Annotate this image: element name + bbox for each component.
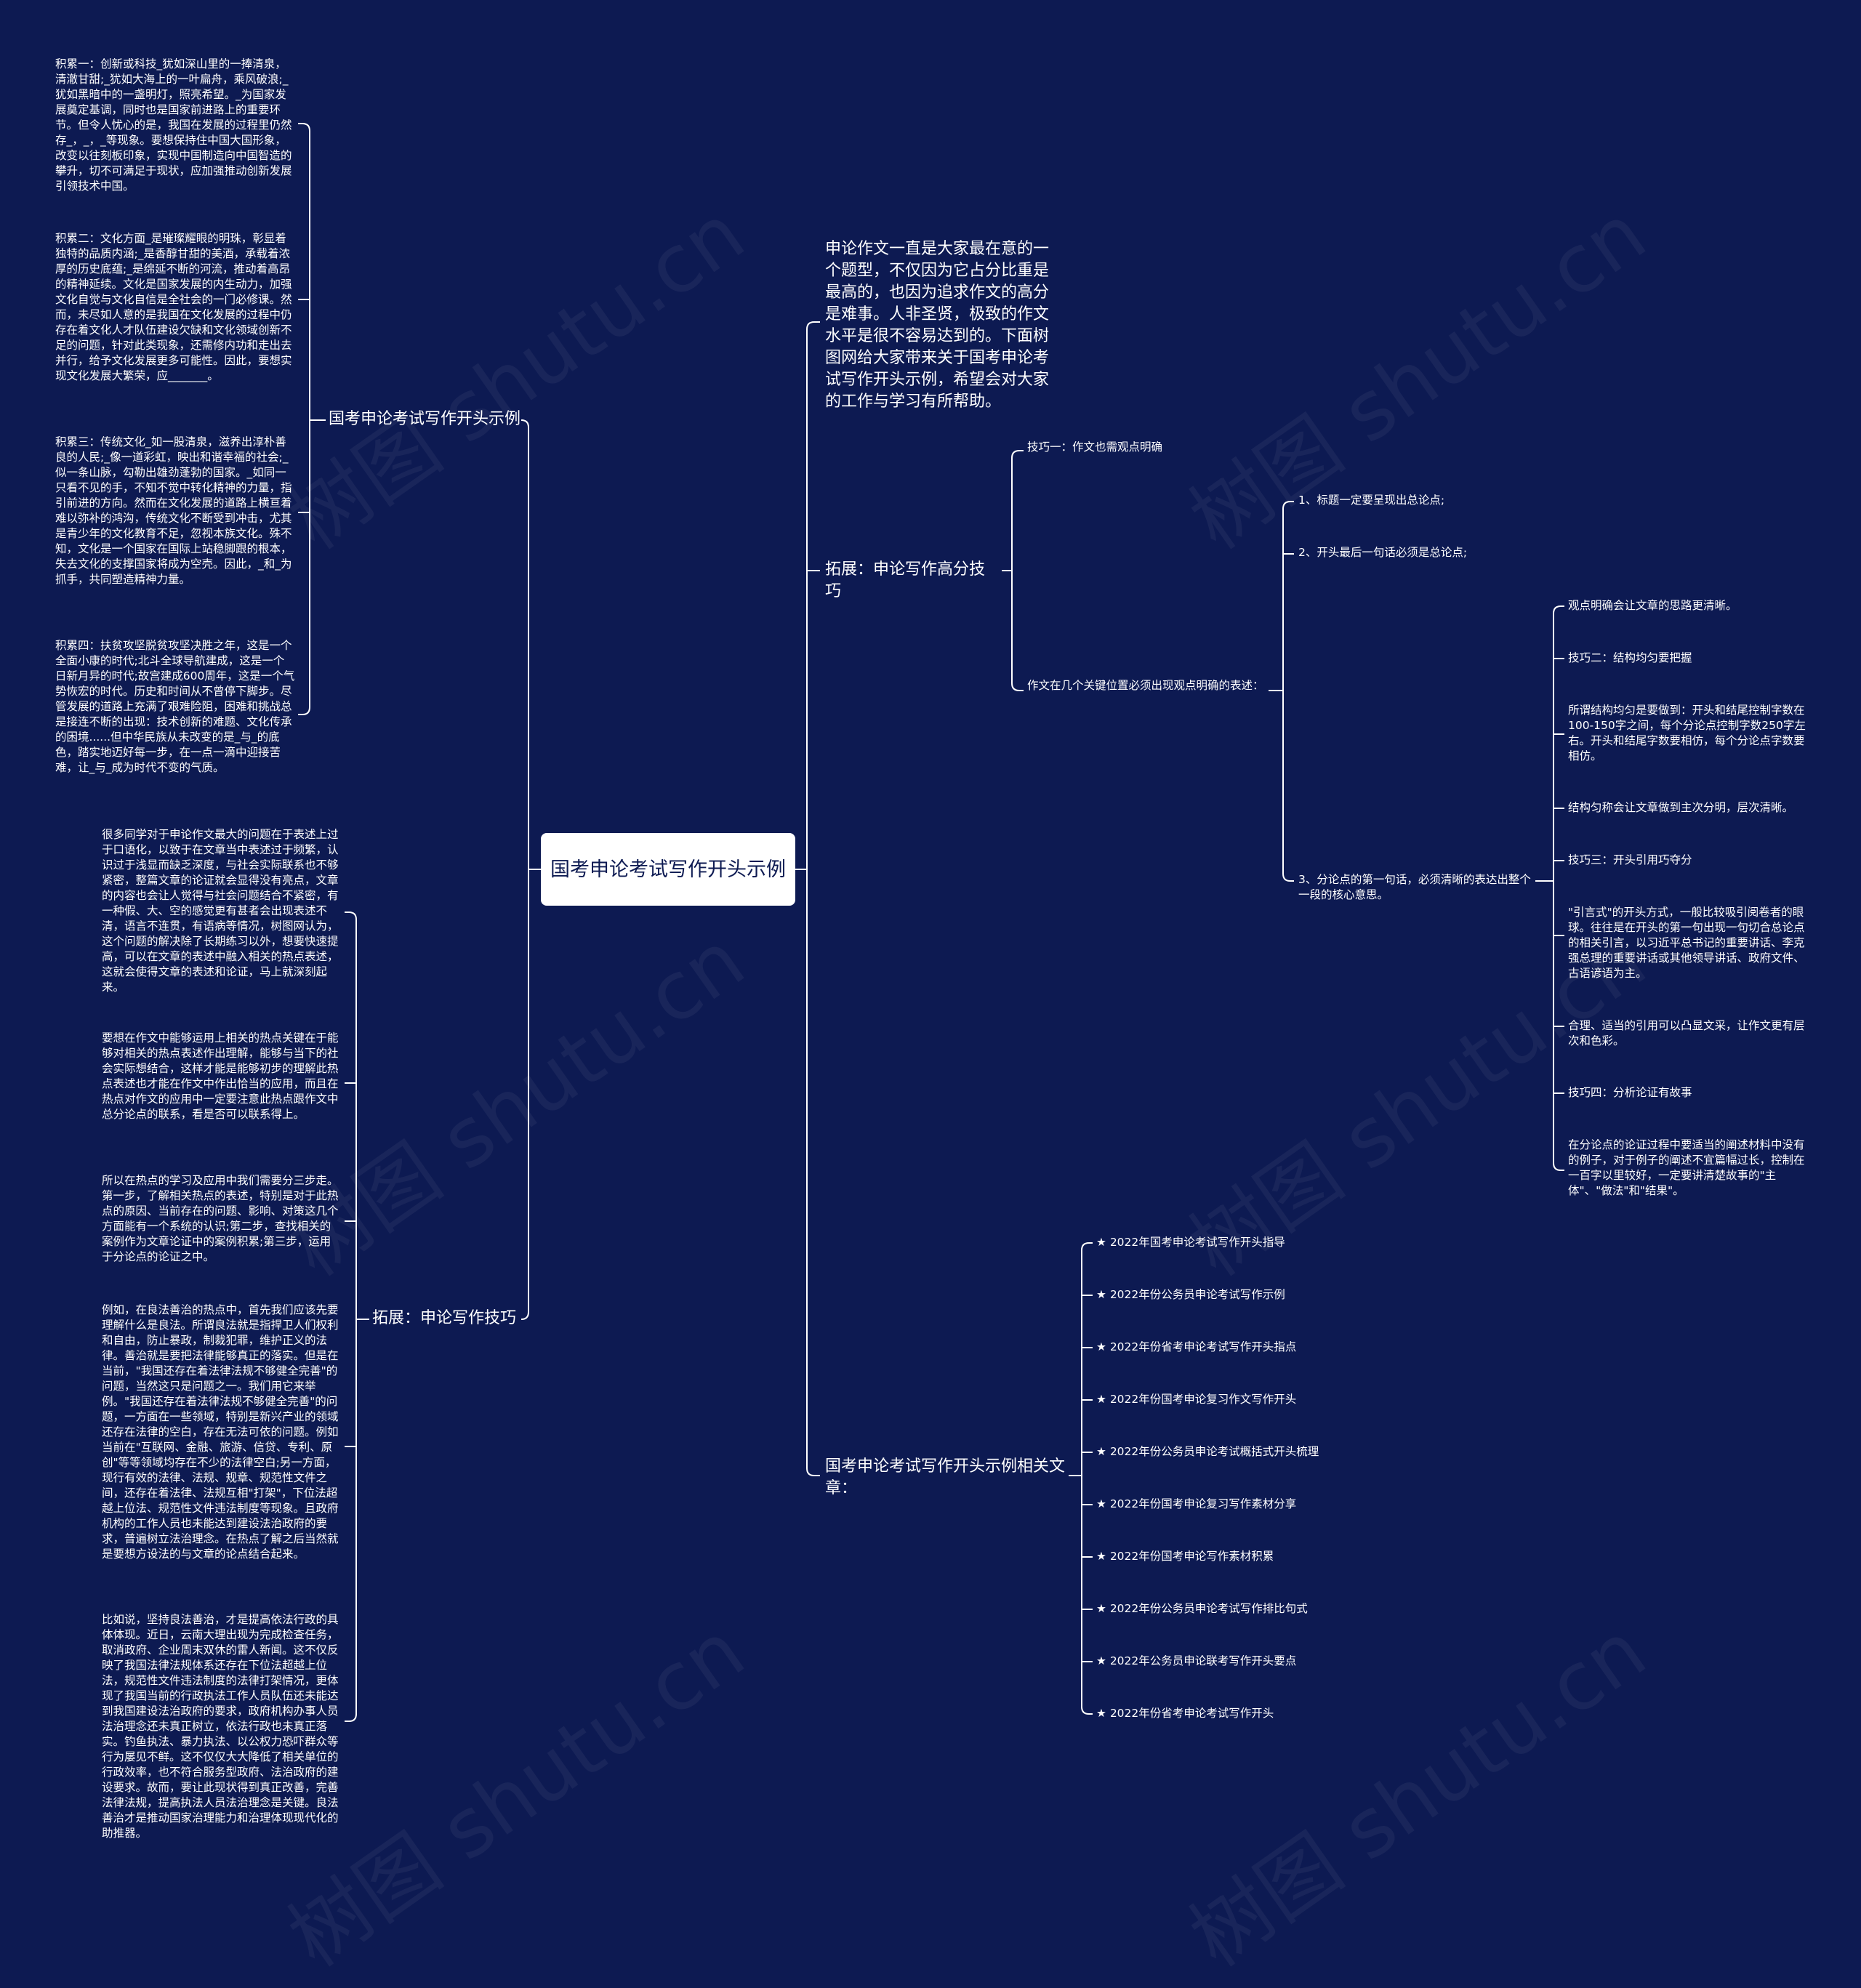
root-node[interactable]: 国考申论考试写作开头示例 [541, 833, 795, 906]
connector [806, 321, 820, 330]
list-item: 积累三：传统文化_如一股清泉，滋养出淳朴善良的人民;_像一道彩虹，映出和谐幸福的… [55, 435, 292, 586]
connector [1081, 1706, 1093, 1715]
connector [345, 911, 357, 920]
connector [520, 419, 529, 428]
detail-item: 技巧四：分析论证有故事 [1568, 1086, 1692, 1099]
connector [806, 1468, 820, 1476]
detail-item: 所谓结构均匀是要做到：开头和结尾控制字数在100-150字之间，每个分论点控制字… [1568, 704, 1806, 762]
related-link[interactable]: ★ 2022年份省考申论考试写作开头指点 [1096, 1340, 1297, 1353]
connector [1011, 450, 1024, 459]
connector [1553, 605, 1564, 614]
point-item: 1、标题一定要呈现出总论点; [1298, 494, 1445, 507]
key-positions[interactable]: 作文在几个关键位置必须出现观点明确的表述： [1027, 679, 1264, 692]
intro-text: 申论作文一直是大家最在意的一个题型，不仅因为它占分比重是最高的，也因为追求作文的… [825, 240, 1050, 411]
list-item: 很多同学对于申论作文最大的问题在于表述上过于口语化，以致于在文章当中表述过于频繁… [102, 828, 339, 994]
detail-item: 技巧二：结构均匀要把握 [1568, 651, 1692, 664]
connector [298, 123, 310, 132]
list-item: 积累四：扶贫攻坚脱贫攻坚决胜之年，这是一个全面小康的时代;北斗全球导航建成，这是… [55, 639, 295, 774]
related-link[interactable]: ★ 2022年国考申论考试写作开头指导 [1096, 1236, 1285, 1249]
branch-writing-tips[interactable]: 拓展：申论写作技巧 [372, 1309, 517, 1327]
list-item: 所以在热点的学习及应用中我们需要分三步走。第一步，了解相关热点的表述，特别是对于… [102, 1174, 339, 1263]
branch-high-score-tips[interactable]: 拓展：申论写作高分技巧 [825, 560, 986, 600]
list-item: 积累一：创新或科技_犹如深山里的一捧清泉，清澈甘甜;_犹如大海上的一叶扁舟，乘风… [55, 57, 292, 193]
connector [1553, 1162, 1564, 1171]
related-link[interactable]: ★ 2022年公务员申论联考写作开头要点 [1096, 1654, 1297, 1667]
connector [298, 707, 310, 715]
branch-opening-examples[interactable]: 国考申论考试写作开头示例 [329, 410, 521, 428]
list-item: 例如，在良法善治的热点中，首先我们应该先要理解什么是良法。所谓良法就是指捍卫人们… [102, 1303, 339, 1561]
connector-lines [298, 123, 1564, 1722]
connector [1282, 873, 1294, 882]
list-item: 积累二：文化方面_是璀璨耀眼的明珠，彰显着独特的品质内涵;_是香醇甘甜的美酒，承… [55, 232, 292, 382]
connector [345, 1713, 357, 1722]
related-link[interactable]: ★ 2022年份公务员申论考试写作排比句式 [1096, 1602, 1308, 1615]
detail-item: 在分论点的论证过程中要适当的阐述材料中没有的例子，对于例子的阐述不宜篇幅过长，控… [1568, 1138, 1805, 1197]
detail-item: "引言式"的开头方式，一般比较吸引阅卷者的眼球。往往是在开头的第一句出现一句切合… [1568, 906, 1805, 980]
related-link[interactable]: ★ 2022年份国考申论写作素材积累 [1096, 1550, 1274, 1563]
connector [1282, 501, 1294, 510]
related-link[interactable]: ★ 2022年份省考申论考试写作开头 [1096, 1707, 1274, 1720]
related-link[interactable]: ★ 2022年份公务员申论考试写作示例 [1096, 1288, 1285, 1301]
detail-item: 观点明确会让文章的思路更清晰。 [1568, 599, 1737, 612]
list-item: 比如说，坚持良法善治，才是提高依法行政的具体体现。近日，云南大理出现为完成检查任… [102, 1613, 339, 1840]
tip-one[interactable]: 技巧一：作文也需观点明确 [1027, 440, 1163, 454]
related-link[interactable]: ★ 2022年份国考申论复习写作素材分享 [1096, 1497, 1297, 1510]
related-link[interactable]: ★ 2022年份国考申论复习作文写作开头 [1096, 1393, 1297, 1406]
point-item: 3、分论点的第一句话，必须清晰的表达出整个一段的核心意思。 [1298, 873, 1531, 901]
point-item: 2、开头最后一句话必须是总论点; [1298, 546, 1468, 559]
list-item: 要想在作文中能够运用上相关的热点关键在于能够对相关的热点表述作出理解，能够与当下… [102, 1031, 339, 1121]
connector [1081, 1242, 1093, 1251]
detail-item: 合理、适当的引用可以凸显文采，让作文更有层次和色彩。 [1568, 1019, 1805, 1047]
detail-item: 技巧三：开头引用巧夺分 [1568, 853, 1692, 866]
connector [520, 1311, 529, 1320]
connector [1011, 683, 1024, 691]
related-link[interactable]: ★ 2022年份公务员申论考试概括式开头梳理 [1096, 1445, 1319, 1458]
branch-related-articles[interactable]: 国考申论考试写作开头示例相关文章： [825, 1457, 1066, 1497]
detail-item: 结构匀称会让文章做到主次分明，层次清晰。 [1568, 801, 1794, 814]
